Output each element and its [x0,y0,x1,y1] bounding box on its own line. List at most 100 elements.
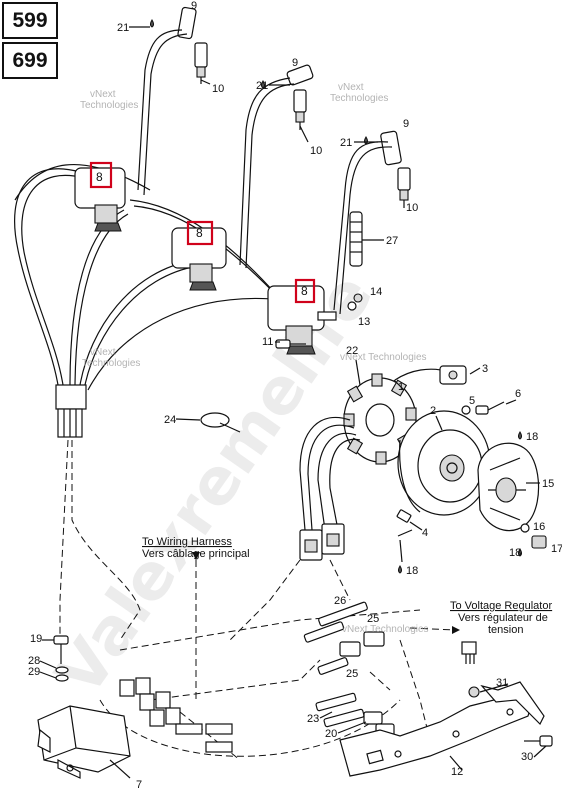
watermark-diagonal: Valexremelife [42,260,387,709]
nut-part-17 [531,535,547,549]
svg-text:Valexremelife: Valexremelife [42,260,387,709]
callout-19: 19 [30,633,42,645]
callout-10: 10 [212,83,224,95]
callout-12: 12 [451,766,463,778]
sleeve-part-27 [349,211,363,267]
arrow-to-wiring-harness [192,552,200,560]
model-label-699: 699 [2,42,58,79]
connector-part-25 [317,631,385,675]
callout-28: 28 [28,655,40,667]
callout-ticks [39,341,547,771]
tie-wrap-part-24 [200,412,241,433]
note-wiring-fr: Vers câblage principal [142,548,250,560]
callout-7: 7 [136,779,142,791]
callout-3: 3 [482,363,488,375]
callout-23: 23 [307,713,319,725]
callout-10: 10 [310,145,322,157]
washer-part-13 [347,301,357,311]
cdi-module-part-7 [37,705,131,779]
callout-8: 8 [96,170,103,184]
note-regulator-fr-1: Vers régulateur de [458,612,548,624]
spark-plug-assembly-3 [380,130,411,208]
callout-8: 8 [301,284,308,298]
drop-icon-1 [150,19,154,28]
washer-part-29 [55,674,69,682]
callout-9: 9 [191,0,197,12]
callout-18: 18 [526,431,538,443]
stator-wiring [299,368,451,561]
callout-14: 14 [370,286,382,298]
harness-connector [55,384,87,438]
callout-20: 20 [325,728,337,740]
highlight-box-8-b [186,220,214,246]
callout-13: 13 [358,316,370,328]
highlight-box-8-a [89,161,113,189]
svg-text:vNext: vNext [90,347,116,358]
model-label-599: 599 [2,2,58,39]
screw-part-30 [524,735,553,747]
highlight-box-8-c [294,278,316,304]
callout-10: 10 [406,202,418,214]
callout-18: 18 [406,565,418,577]
terminal-part-23 [315,692,365,728]
arrow-to-voltage-regulator [452,626,460,634]
callout-2: 2 [430,405,436,417]
ignition-coil-1 [74,167,126,232]
note-wiring-en: To Wiring Harness [142,536,232,548]
svg-text:vNext Technologies: vNext Technologies [342,624,429,635]
leader-lines [129,26,540,563]
callout-26: 26 [334,595,346,607]
note-regulator-en: To Voltage Regulator [450,600,552,612]
note-to-voltage-regulator: To Voltage Regulator Vers régulateur de … [450,600,552,636]
svg-text:Technologies: Technologies [80,100,138,111]
svg-text:Technologies: Technologies [82,358,140,369]
spark-plug-assembly-2 [286,64,314,143]
svg-text:vNext Technologies: vNext Technologies [340,352,427,363]
callout-15: 15 [542,478,554,490]
nut-part-14 [353,293,363,303]
note-to-wiring-harness: To Wiring Harness Vers câblage principal [142,536,250,560]
washer-part-16 [520,523,530,533]
callout-24: 24 [164,414,176,426]
note-regulator-fr-2: tension [488,624,523,636]
starting-pulley-part-15 [477,442,540,532]
washer-part-5 [461,405,471,415]
callout-16: 16 [533,521,545,533]
connector-housings-left [119,677,181,727]
callout-21: 21 [340,137,352,149]
drop-icon-5 [518,548,522,557]
regulator-connector [461,641,477,664]
ignition-harness [14,163,297,391]
callout-17: 17 [551,543,562,555]
spark-plug-assembly-1 [177,6,211,85]
connector-part-26 [303,601,368,643]
callout-27: 27 [386,235,398,247]
callout-25: 25 [367,613,379,625]
callout-5: 5 [469,395,475,407]
callout-labels: 21 9 10 21 9 10 21 9 10 8 8 8 27 14 13 1… [28,0,562,791]
svg-text:vNext: vNext [338,82,364,93]
drop-icon-2 [261,80,265,89]
callout-11: 11 [262,336,273,348]
callout-18: 18 [509,547,521,559]
screw-part-6 [475,401,505,415]
terminal-strips [175,723,233,753]
flywheel-part-2 [397,410,491,516]
bracket-part-31 [468,681,545,726]
svg-text:vNext: vNext [90,89,116,100]
watermark-brand: vNext Technologies vNext Technologies vN… [80,82,429,635]
callout-29: 29 [28,666,40,678]
callout-4: 4 [422,527,428,539]
callout-1: 1 [398,381,404,393]
svg-text:Technologies: Technologies [330,93,388,104]
callout-21: 21 [256,80,268,92]
bolt-part-4 [396,509,423,531]
callout-25: 25 [346,668,358,680]
ignition-coil-3 [267,285,337,355]
trigger-sensor-part-3 [439,365,467,385]
washer-part-28 [55,666,69,674]
callout-8: 8 [196,226,203,240]
drop-icon-4 [518,431,522,440]
callout-30: 30 [521,751,533,763]
